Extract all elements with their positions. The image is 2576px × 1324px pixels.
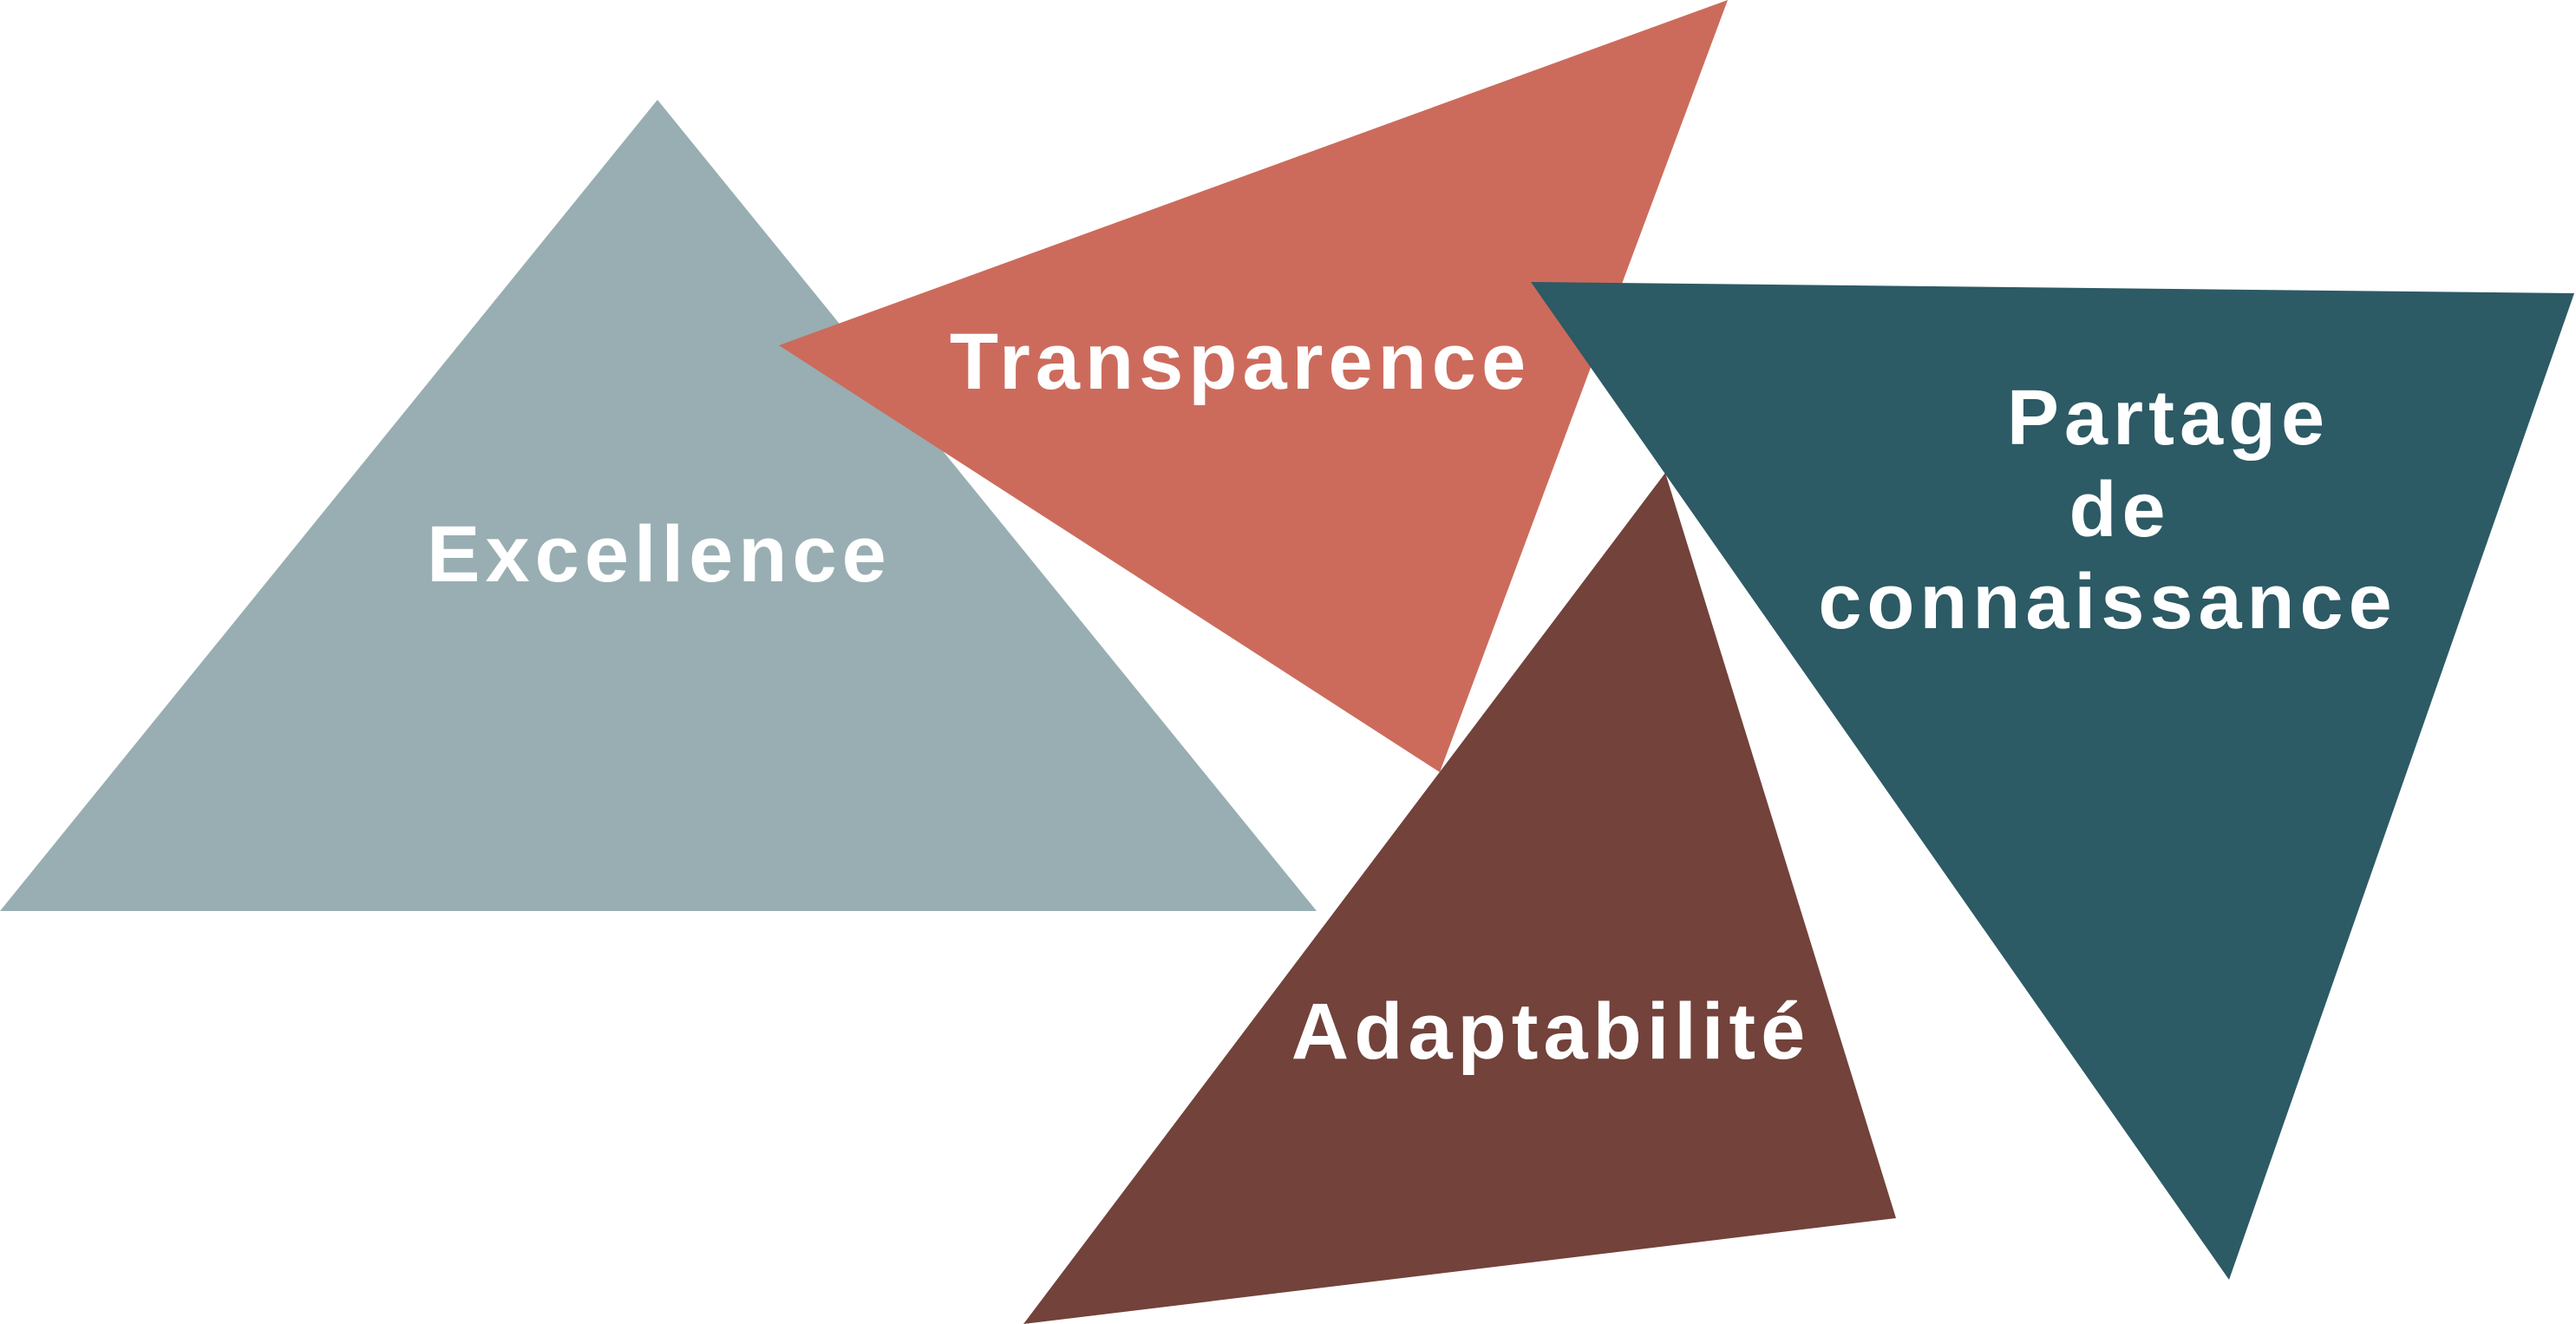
transparence-label: Transparence [950,318,1531,406]
excellence-triangle [0,100,1317,911]
partage-label-line-2: de [2069,467,2170,554]
partage-triangle [1531,282,2574,1280]
partage-label-line-1: Partage [2007,375,2330,462]
transparence-triangle [779,0,1728,772]
adaptabilite-label: Adaptabilité [1291,987,1810,1076]
excellence-label: Excellence [427,510,892,599]
adaptabilite-triangle [1023,473,1896,1324]
partage-label-line-3: connaissance [1818,559,2396,646]
